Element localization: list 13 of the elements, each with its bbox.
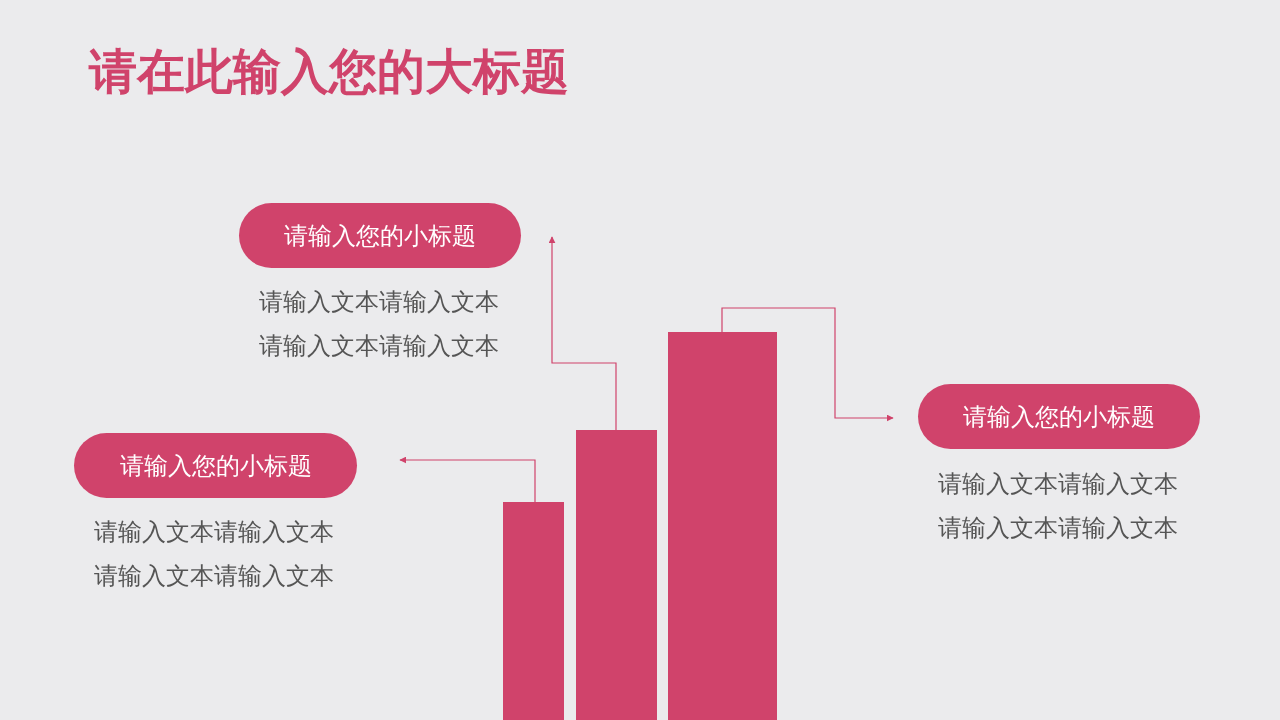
- column-bar: [668, 332, 777, 720]
- subtitle-pill: 请输入您的小标题: [74, 433, 357, 498]
- body-text: 请输入文本请输入文本请输入文本请输入文本: [938, 469, 1179, 544]
- subtitle-pill: 请输入您的小标题: [918, 384, 1200, 449]
- column-bar: [576, 430, 657, 720]
- column-bar: [503, 502, 564, 720]
- body-text: 请输入文本请输入文本请输入文本请输入文本: [259, 287, 500, 362]
- slide-title: 请在此输入您的大标题: [89, 43, 569, 101]
- elbow-arrow: [548, 236, 617, 431]
- elbow-arrow: [399, 456, 536, 503]
- elbow-arrow: [721, 307, 894, 422]
- body-text: 请输入文本请输入文本请输入文本请输入文本: [94, 517, 335, 592]
- subtitle-pill: 请输入您的小标题: [239, 203, 521, 268]
